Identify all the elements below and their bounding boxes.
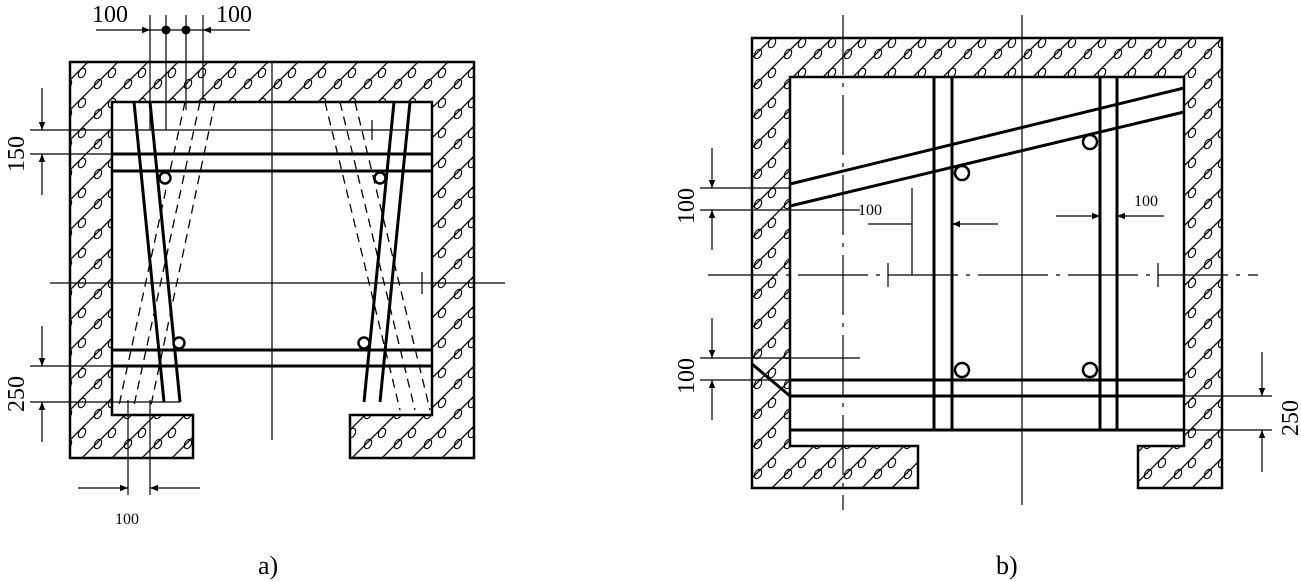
caption-b: b) — [996, 551, 1018, 580]
dim-top-a — [96, 15, 373, 140]
dim-label-left-lower-a: 250 — [4, 376, 30, 412]
dim-label-left-upper-b: 100 — [674, 188, 700, 224]
center-ticks-b — [887, 263, 1159, 287]
dim-bottom-a — [78, 400, 200, 495]
dim-label-top-right-a: 100 — [216, 2, 252, 28]
dim-label-left-lower-b: 100 — [674, 358, 700, 394]
upper-beam-a — [112, 152, 432, 173]
pins-b — [953, 133, 1099, 379]
dashed-alt-posts-a — [117, 101, 431, 411]
dim-left-upper-b — [700, 148, 860, 250]
dim-mid-left-b — [868, 188, 998, 275]
right-inclined-post-a — [362, 101, 412, 403]
dim-label-mid-right-b: 100 — [1134, 193, 1158, 210]
wall-b — [750, 36, 1224, 490]
lower-beam-b — [751, 362, 1184, 432]
left-inclined-post-a — [132, 101, 182, 403]
dim-left-lower-b — [700, 318, 860, 420]
wall-a — [68, 60, 476, 460]
lower-beam-a — [112, 348, 432, 368]
inclined-beam-b — [789, 86, 1185, 208]
vertical-posts-b — [932, 77, 1119, 430]
dim-left-upper-a — [30, 88, 432, 195]
dim-label-mid-left-b: 100 — [858, 202, 882, 219]
figure-b: 100 100 100 100 250 b) — [674, 15, 1301, 580]
dim-left-lower-a — [30, 326, 180, 442]
dim-label-bottom-a: 100 — [115, 511, 139, 528]
dim-label-left-upper-a: 150 — [4, 136, 30, 172]
pins-a — [158, 171, 387, 350]
dim-label-top-left-a: 100 — [92, 2, 128, 28]
dim-right-lower-b — [1184, 352, 1272, 472]
caption-a: a) — [258, 551, 278, 580]
figure-a: 100 100 150 250 100 a) — [4, 2, 505, 580]
dim-label-right-lower-b: 250 — [1278, 400, 1301, 436]
